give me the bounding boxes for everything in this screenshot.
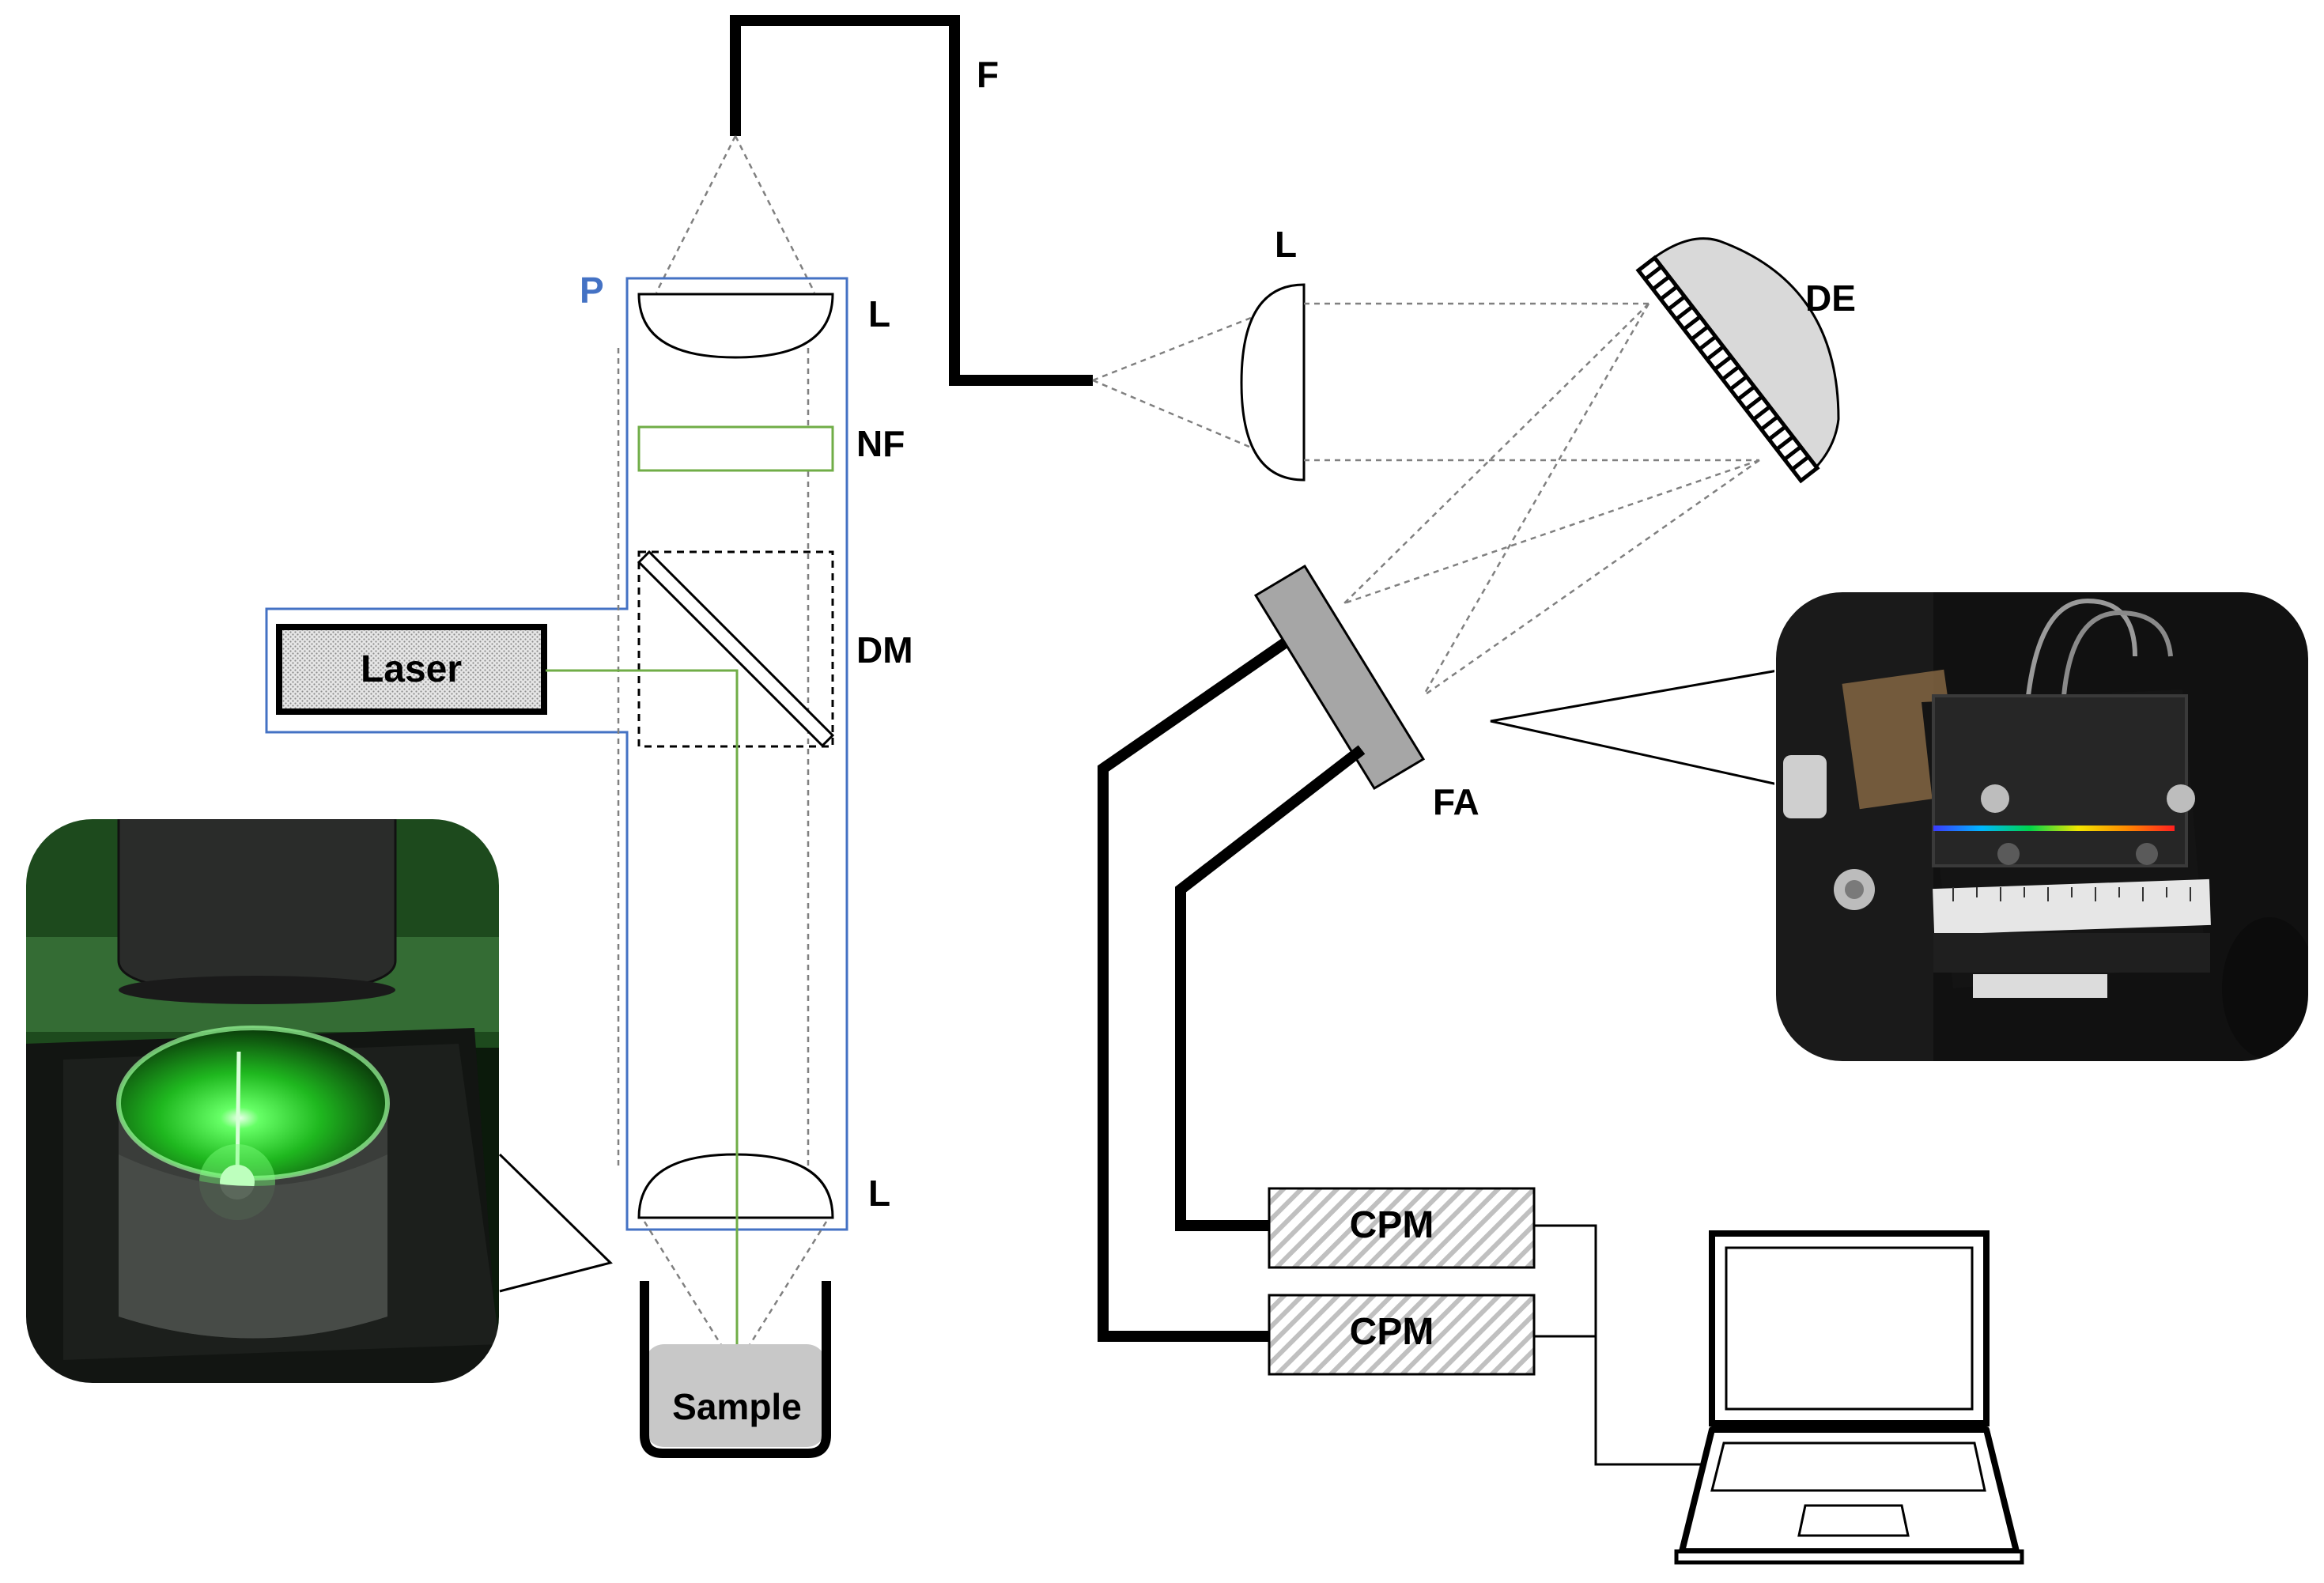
fiber-array-photo-frame [1774,591,2310,1063]
notch-filter-label: NF [856,423,905,464]
probe-label: P [580,270,604,311]
optical-fiber [730,15,1093,386]
laser-label: Laser [361,648,462,690]
fiber-to-cpm-top [1175,745,1366,1231]
spectrometer-input-cone [1092,304,1282,462]
dichroic-mirror-label: DM [856,629,913,671]
notch-filter [637,425,834,472]
fiber-output-cone [655,135,816,293]
fiber-array [1253,564,1426,791]
probe-lens-top [637,293,834,359]
sample-vial [640,1281,831,1458]
collimated-beams [1304,302,1760,697]
sample-photo-frame [25,818,501,1385]
laser-beam [546,669,739,1368]
fiber-label: F [977,54,999,95]
sample-focus-cone [643,1221,828,1369]
diffraction-element-label: DE [1805,278,1856,319]
diffraction-element [1635,237,1840,484]
dichroic-mirror [637,550,835,748]
probe-lens-bottom-label: L [868,1173,890,1214]
spectrometer-lens-label: L [1275,224,1297,265]
sample-liquid [644,1344,826,1447]
sample-photo [25,818,500,1384]
fiber-to-cpm-bottom [1098,638,1288,1342]
fiber-array-label: FA [1433,781,1479,822]
cpm-top-label: CPM [1350,1204,1434,1246]
spectrometer-lens [1240,283,1306,482]
cpm-top [1268,1187,1536,1269]
cpm-signal-wires [1534,1224,1708,1466]
cpm-bottom-label: CPM [1350,1311,1434,1353]
probe-lens-top-label: L [868,293,890,334]
collection-beam-paths [617,348,810,1170]
laptop-icon [1674,1230,2024,1565]
fiber-array-photo [1775,591,2309,1062]
probe-outline [265,277,848,1231]
laser-source [276,624,547,715]
sample-label: Sample [672,1386,802,1427]
fiber-array-photo-callout [1490,669,1778,786]
sample-photo-callout [498,1153,613,1293]
cpm-bottom [1268,1294,1536,1376]
